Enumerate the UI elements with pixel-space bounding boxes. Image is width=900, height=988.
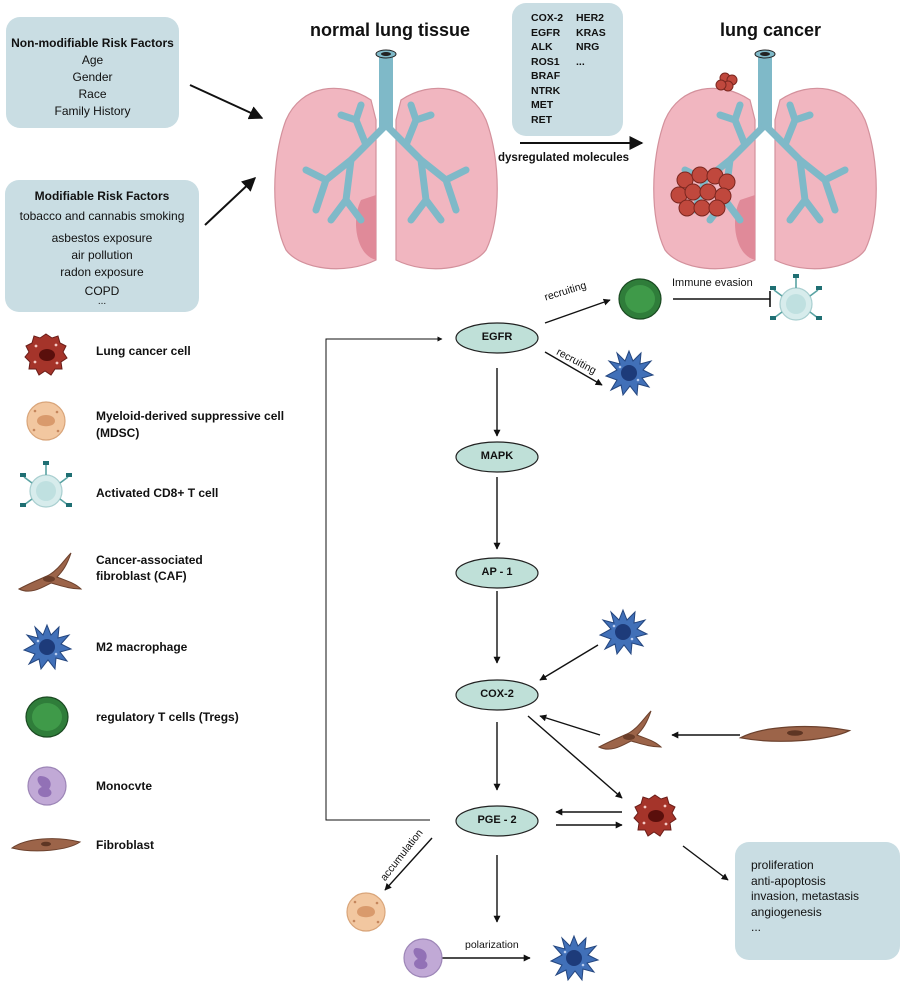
feedback-loop-line xyxy=(325,336,443,821)
cancer-to-outcomes-arrow xyxy=(682,845,729,881)
risk-item-air-pollution: air pollution xyxy=(71,248,133,262)
fibroblast-cluster-icon xyxy=(739,725,851,743)
molecule-item: BRAF xyxy=(531,70,561,82)
molecule-item: MET xyxy=(531,99,554,111)
fibroblast-icon xyxy=(11,838,81,852)
non-modifiable-risk-box: Non-modifiable Risk Factors Age Gender R… xyxy=(6,17,179,128)
molecules-col1: COX-2 EGFR ALK ROS1 BRAF NTRK MET RET xyxy=(531,11,563,127)
recruit-macrophage-arrow xyxy=(544,351,603,386)
cox2-node xyxy=(455,679,539,711)
caf-to-cox2-arrow xyxy=(539,714,601,736)
macrophage-to-cox2-arrow xyxy=(539,644,599,681)
risk-item-gender: Gender xyxy=(72,70,113,84)
outcome-item: proliferation xyxy=(751,858,814,872)
molecule-item: ... xyxy=(576,55,585,68)
outcome-item: anti-apoptosis xyxy=(751,873,826,888)
risk-to-lung-arrow xyxy=(189,84,264,120)
m2-macrophage-icon xyxy=(599,609,648,655)
risk-item-asbestos: asbestos exposure xyxy=(51,231,153,245)
molecule-item: NRG xyxy=(576,41,600,53)
risk-item-radon: radon exposure xyxy=(60,265,144,279)
molecule-item: NTRK xyxy=(531,84,561,97)
treg-icon xyxy=(25,696,69,738)
legend-label: Fibroblast xyxy=(96,838,155,852)
legend-label: Cancer-associated fibroblast (CAF) xyxy=(96,553,203,583)
m2-macrophage-icon xyxy=(550,935,599,981)
dysregulated-label: dysregulated molecules xyxy=(498,152,630,164)
m2-macrophage-icon xyxy=(23,624,72,670)
caf-icon xyxy=(598,710,662,750)
mdsc-icon xyxy=(26,401,66,441)
molecule-item: COX-2 xyxy=(531,12,564,24)
molecule-item: ALK xyxy=(531,41,553,53)
treg-icon xyxy=(618,278,662,320)
outcome-item: angiogenesis xyxy=(751,904,822,919)
outcome-item: ... xyxy=(751,920,762,934)
cox2-to-cancer-arrow xyxy=(527,715,623,799)
mapk-label: MAPK xyxy=(480,450,514,462)
risk-item-more: ... xyxy=(97,296,107,307)
risk-item-family-history: Family History xyxy=(54,104,131,118)
modifiable-risk-box: Modifiable Risk Factors tobacco and cann… xyxy=(5,180,199,312)
outcomes-list: proliferation anti-apoptosis invasion, m… xyxy=(751,858,859,936)
monocyte-icon xyxy=(403,938,443,978)
risk-item-smoking: tobacco and cannabis smoking xyxy=(19,209,185,223)
normal-lung-title: normal lung tissue xyxy=(310,20,471,40)
molecule-item: HER2 xyxy=(576,12,605,24)
legend-label: Activated CD8+ T cell xyxy=(96,486,219,500)
risk-item-race: Race xyxy=(78,87,107,101)
polarization-label: polarization xyxy=(465,939,519,951)
cox2-label: COX-2 xyxy=(480,688,514,700)
outcomes-box: proliferation anti-apoptosis invasion, m… xyxy=(735,842,900,960)
molecule-item: KRAS xyxy=(576,26,606,39)
non-modifiable-title: Non-modifiable Risk Factors xyxy=(11,36,174,50)
legend-label: M2 macrophage xyxy=(96,640,188,654)
cd8-t-cell-icon xyxy=(769,273,823,321)
pge2-node xyxy=(455,805,539,837)
molecule-item: RET xyxy=(531,113,552,126)
caf-icon xyxy=(18,552,82,592)
outcome-item: invasion, metastasis xyxy=(751,889,860,903)
accumulation-arrow xyxy=(384,837,433,891)
molecule-item: ROS1 xyxy=(531,55,560,68)
ap1-node xyxy=(455,557,539,589)
lung-cancer-title: lung cancer xyxy=(720,20,822,40)
legend-label: Lung cancer cell xyxy=(96,344,191,358)
legend-label: Monocvte xyxy=(96,779,153,793)
ap1-label: AP - 1 xyxy=(481,566,513,578)
cancer-lung-icon xyxy=(654,50,877,269)
immune-evasion-label: Immune evasion xyxy=(672,277,753,289)
cd8-t-cell-icon xyxy=(19,460,73,508)
legend-label: Myeloid-derived suppressive cell (MDSC) xyxy=(96,409,285,440)
mdsc-icon xyxy=(346,892,386,932)
pge2-label: PGE - 2 xyxy=(477,814,517,826)
legend-label: regulatory T cells (Tregs) xyxy=(96,710,239,724)
egfr-label: EGFR xyxy=(481,331,513,343)
lung-cancer-cell-icon xyxy=(24,333,68,376)
lung-cancer-cell-icon xyxy=(633,794,677,837)
m2-macrophage-icon xyxy=(605,350,654,396)
risk-item-age: Age xyxy=(81,53,104,67)
monocyte-icon xyxy=(27,766,67,806)
molecules-col2: HER2 KRAS NRG ... xyxy=(576,11,606,69)
recruit-treg-arrow xyxy=(544,298,611,324)
mapk-node xyxy=(455,441,539,473)
molecule-item: EGFR xyxy=(531,26,561,39)
egfr-node xyxy=(455,322,539,354)
molecules-box: COX-2 EGFR ALK ROS1 BRAF NTRK MET RET HE… xyxy=(512,3,623,136)
normal-lung-icon xyxy=(275,50,498,269)
risk-item-copd: COPD xyxy=(84,284,120,298)
modifiable-title: Modifiable Risk Factors xyxy=(34,189,170,203)
modifiable-to-lung-arrow xyxy=(204,177,257,226)
